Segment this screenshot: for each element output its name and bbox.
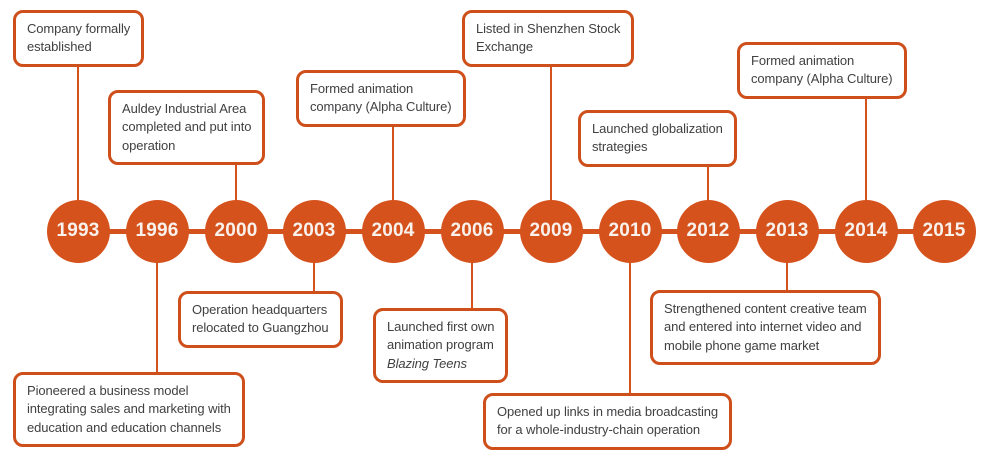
year-circle-2003: 2003 [282, 199, 346, 263]
event-text-line: operation [122, 137, 176, 153]
year-circle-2014: 2014 [834, 199, 898, 263]
connector-line-globalization-strategies-2012 [706, 160, 710, 203]
event-text-line: relocated to Guangzhou [192, 320, 329, 336]
event-text-line: company (Alpha Culture) [751, 71, 893, 87]
connector-line-blazing-teens-2006 [470, 260, 474, 311]
event-text-line: Formed animation [310, 81, 414, 96]
event-text-line: Opened up links in media broadcasting [497, 404, 719, 419]
event-box-business-model-1996: Pioneered a business model integrating sa… [13, 372, 245, 448]
event-text-line: Strengthened content creative team [664, 301, 867, 316]
event-box-globalization-strategies-2012: Launched globalization strategies [578, 110, 737, 167]
event-text-line: Formed animation [751, 53, 855, 68]
event-box-alpha-culture-2014: Formed animation company (Alpha Culture) [737, 42, 907, 99]
event-text-line: Auldey Industrial Area [122, 101, 247, 116]
event-text-line: Launched first own [387, 319, 495, 334]
event-text-line: Blazing Teens [387, 355, 467, 371]
timeline-axis [78, 228, 944, 234]
event-text-line: Exchange [476, 39, 534, 55]
event-text-line: completed and put into [122, 119, 252, 135]
event-text-line: Listed in Shenzhen Stock [476, 21, 621, 36]
event-text-line: strategies [592, 139, 648, 155]
event-box-auldey-industrial-area-2000: Auldey Industrial Area completed and put … [108, 90, 266, 166]
year-circle-2015: 2015 [912, 199, 976, 263]
event-text-line: for a whole-industry-chain operation [497, 422, 701, 438]
event-text-line: and entered into internet video and [664, 319, 862, 335]
year-circle-2000: 2000 [204, 199, 268, 263]
year-circle-1993: 1993 [46, 199, 110, 263]
event-box-media-broadcasting-2010: Opened up links in media broadcasting for… [483, 393, 733, 450]
year-circle-2006: 2006 [440, 199, 504, 263]
event-text-line: Launched globalization [592, 121, 723, 136]
year-circle-2004: 2004 [361, 199, 425, 263]
event-text-line: integrating sales and marketing with [27, 401, 231, 417]
connector-line-alpha-culture-2014 [864, 92, 868, 203]
connector-line-guangzhou-headquarters-2003 [312, 260, 316, 294]
connector-line-business-model-1996 [155, 260, 159, 375]
year-circle-1996: 1996 [125, 199, 189, 263]
event-text-line: Company formally [27, 21, 131, 36]
year-circle-2012: 2012 [676, 199, 740, 263]
connector-line-company-established-1993 [76, 60, 80, 203]
connector-line-media-broadcasting-2010 [628, 260, 632, 396]
event-box-company-established-1993: Company formally established [13, 10, 145, 67]
connector-line-content-creative-team-2013 [785, 260, 789, 293]
year-circle-2009: 2009 [519, 199, 583, 263]
connector-line-alpha-culture-2004 [391, 122, 395, 203]
event-text-line: Operation headquarters [192, 302, 328, 317]
connector-line-shenzhen-listing-2009 [549, 60, 553, 203]
connector-line-auldey-industrial-area-2000 [234, 160, 238, 203]
year-circle-2010: 2010 [598, 199, 662, 263]
event-text-line: mobile phone game market [664, 337, 820, 353]
event-text-line: animation program [387, 337, 494, 353]
event-text-line: company (Alpha Culture) [310, 99, 452, 115]
event-text-line: established [27, 39, 92, 55]
event-text-line: education and education channels [27, 419, 222, 435]
year-circle-2013: 2013 [755, 199, 819, 263]
event-text-line: Pioneered a business model [27, 383, 189, 398]
event-box-guangzhou-headquarters-2003: Operation headquarters relocated to Guang… [178, 291, 343, 348]
event-box-content-creative-team-2013: Strengthened content creative team and en… [650, 290, 881, 366]
event-box-alpha-culture-2004: Formed animation company (Alpha Culture) [296, 70, 466, 127]
